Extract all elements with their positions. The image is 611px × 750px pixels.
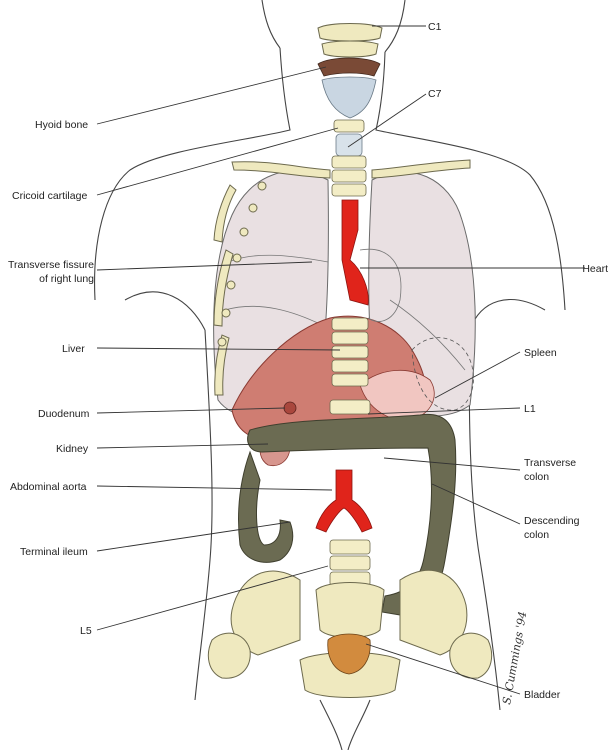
body-outline [94,0,566,750]
label-hyoid-bone: Hyoid bone [35,119,88,131]
leader-lines [96,25,585,695]
label-liver: Liver [62,343,85,355]
label-kidney: Kidney [56,443,89,455]
label-c1: C1 [428,21,442,33]
bladder-organ [327,633,371,675]
neck-structures [317,23,383,197]
liver-organ [231,315,435,441]
label-l1: L1 [524,403,536,415]
label-terminal-ileum: Terminal ileum [20,546,88,558]
clavicles [231,159,471,179]
label-heart: Heart [582,263,608,275]
pelvis [207,569,493,698]
label-descending-colon-line1: Descending [524,515,580,527]
label-duodenum: Duodenum [38,408,90,420]
heart-aorta [315,199,402,533]
label-transverse-colon-line1: Transverse [524,457,576,469]
label-transverse-colon-line2: colon [524,471,549,483]
ribcage [213,181,267,396]
label-cricoid-cartilage: Cricoid cartilage [12,190,87,202]
label-l5: L5 [80,625,92,637]
label-bladder: Bladder [524,689,561,701]
label-transverse-fissure-line2: of right lung [39,273,94,285]
labels: C1 Hyoid bone C7 Cricoid cartilage Trans… [8,21,608,701]
vertebral-column [329,317,371,587]
label-spleen: Spleen [524,347,557,359]
colon [238,413,457,616]
spleen-organ [411,337,474,411]
label-c7: C7 [428,88,442,100]
label-descending-colon-line2: colon [524,529,549,541]
label-abdominal-aorta: Abdominal aorta [10,481,87,493]
label-transverse-fissure-line1: Transverse fissure [8,259,94,271]
